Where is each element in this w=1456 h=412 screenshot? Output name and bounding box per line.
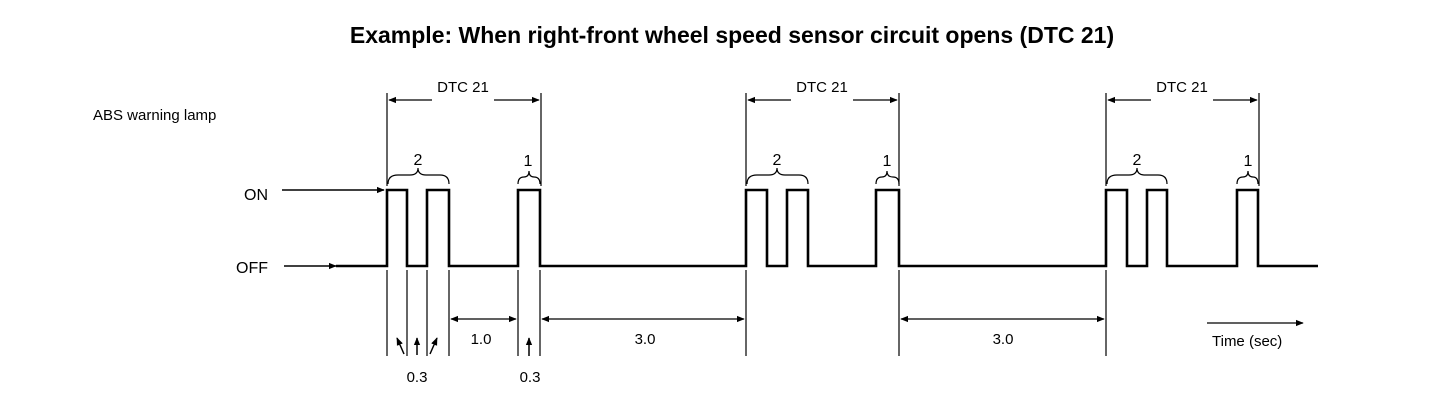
brace-one	[517, 170, 541, 185]
abs-warning-lamp-label: ABS warning lamp	[93, 107, 216, 124]
count-one-label: 1	[883, 153, 892, 170]
diagram-title: Example: When right-front wheel speed se…	[350, 22, 1114, 48]
dtc-group-1: DTC 21 2 1	[386, 79, 542, 186]
dtc-label: DTC 21	[796, 79, 848, 96]
time-axis-label: Time (sec)	[1212, 333, 1282, 350]
count-one-label: 1	[524, 153, 533, 170]
brace-two	[746, 167, 809, 185]
count-two-label: 2	[414, 152, 423, 169]
pulse-width-arrows	[396, 337, 533, 356]
on-label: ON	[244, 187, 268, 204]
dtc-group-3: DTC 21 2 1	[1105, 79, 1260, 186]
brace-one	[1236, 170, 1259, 185]
count-two-label: 2	[1133, 152, 1142, 169]
dtc-label: DTC 21	[1156, 79, 1208, 96]
timing-extension-lines	[386, 270, 1107, 356]
dtc-group-2: DTC 21 2 1	[745, 79, 900, 186]
lamp-signal-waveform	[336, 188, 1318, 268]
brace-two	[1106, 167, 1168, 185]
brace-one	[875, 170, 900, 185]
pulse-width-label-2: 0.3	[520, 369, 541, 386]
off-label: OFF	[236, 260, 268, 277]
count-two-label: 2	[773, 152, 782, 169]
brace-two	[387, 167, 450, 185]
gap-3-0-label-1: 3.0	[635, 331, 656, 348]
gap-1-0-label: 1.0	[471, 331, 492, 348]
dtc-label: DTC 21	[437, 79, 489, 96]
pulse-width-label-1: 0.3	[407, 369, 428, 386]
gap-3-0-label-2: 3.0	[993, 331, 1014, 348]
count-one-label: 1	[1244, 153, 1253, 170]
